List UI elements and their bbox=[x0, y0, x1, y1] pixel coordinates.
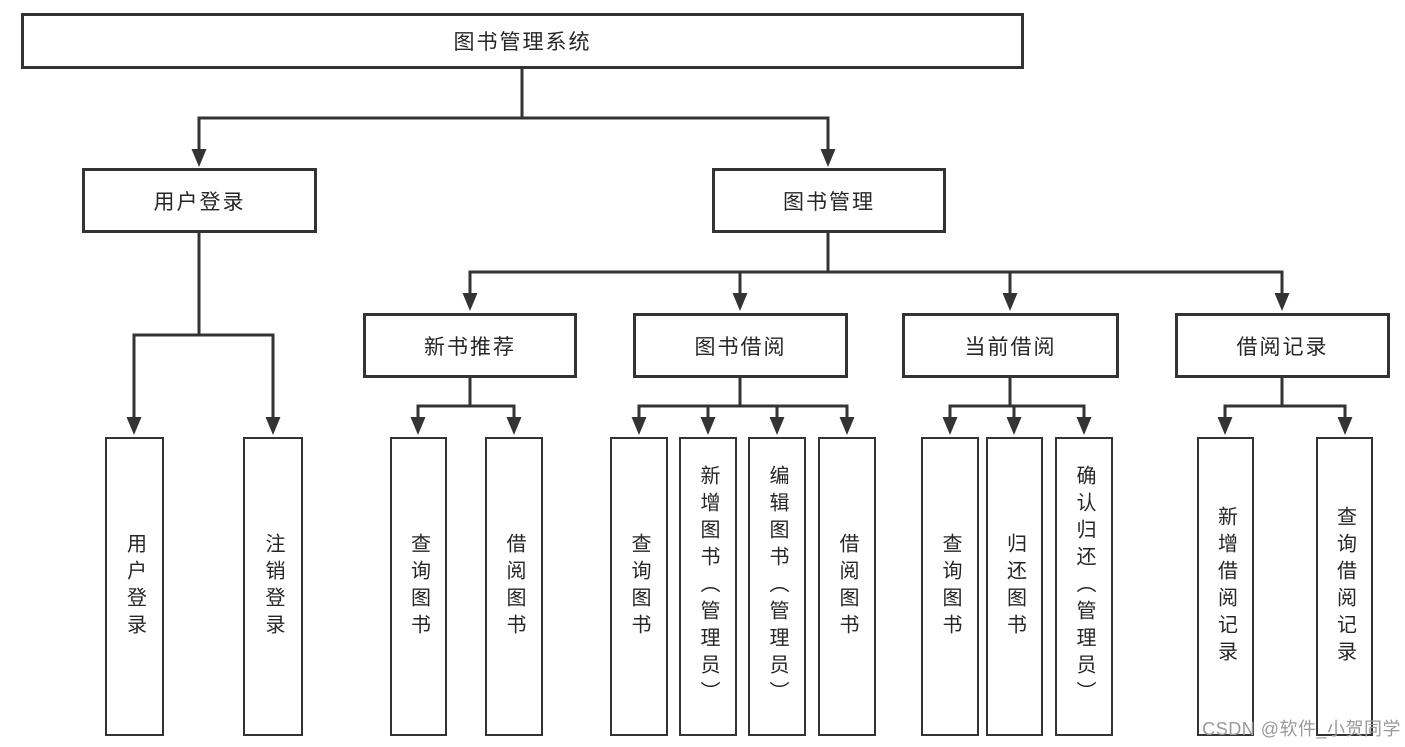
leaf-add-book-admin: 新增图书（管理员） bbox=[679, 437, 737, 736]
leaf-query-book-borrow: 查询图书 bbox=[610, 437, 668, 736]
node-book-borrow: 图书借阅 bbox=[633, 313, 848, 378]
leaf-add-borrow-record: 新增借阅记录 bbox=[1197, 437, 1254, 736]
node-user-login: 用户登录 bbox=[82, 168, 317, 233]
connector-currentborrow-to-leaves bbox=[942, 376, 1092, 435]
leaf-borrow-book-borrow: 借阅图书 bbox=[818, 437, 876, 736]
leaf-query-book-current: 查询图书 bbox=[921, 437, 979, 736]
connector-bookborrow-to-leaves bbox=[631, 375, 855, 435]
node-new-book-recommend: 新书推荐 bbox=[363, 313, 577, 378]
connector-root-to-level1 bbox=[191, 66, 836, 167]
leaf-query-book-newrec: 查询图书 bbox=[390, 437, 447, 736]
connector-bookmgmt-to-level2 bbox=[462, 231, 1290, 311]
leaf-confirm-return-admin: 确认归还（管理员） bbox=[1055, 437, 1113, 736]
node-current-borrow: 当前借阅 bbox=[902, 313, 1119, 378]
node-root: 图书管理系统 bbox=[21, 13, 1024, 69]
leaf-user-login: 用户登录 bbox=[105, 437, 164, 736]
connector-userlogin-to-leaves bbox=[126, 231, 281, 435]
leaf-query-borrow-record: 查询借阅记录 bbox=[1316, 437, 1373, 736]
leaf-borrow-book-newrec: 借阅图书 bbox=[485, 437, 543, 736]
connector-newbookrec-to-leaves bbox=[410, 375, 522, 435]
leaf-return-book: 归还图书 bbox=[986, 437, 1043, 736]
connector-borrowrecord-to-leaves bbox=[1217, 376, 1353, 435]
leaf-edit-book-admin: 编辑图书（管理员） bbox=[748, 437, 806, 736]
node-borrow-record: 借阅记录 bbox=[1175, 313, 1390, 378]
leaf-logout: 注销登录 bbox=[243, 437, 303, 736]
node-book-management: 图书管理 bbox=[712, 168, 946, 233]
